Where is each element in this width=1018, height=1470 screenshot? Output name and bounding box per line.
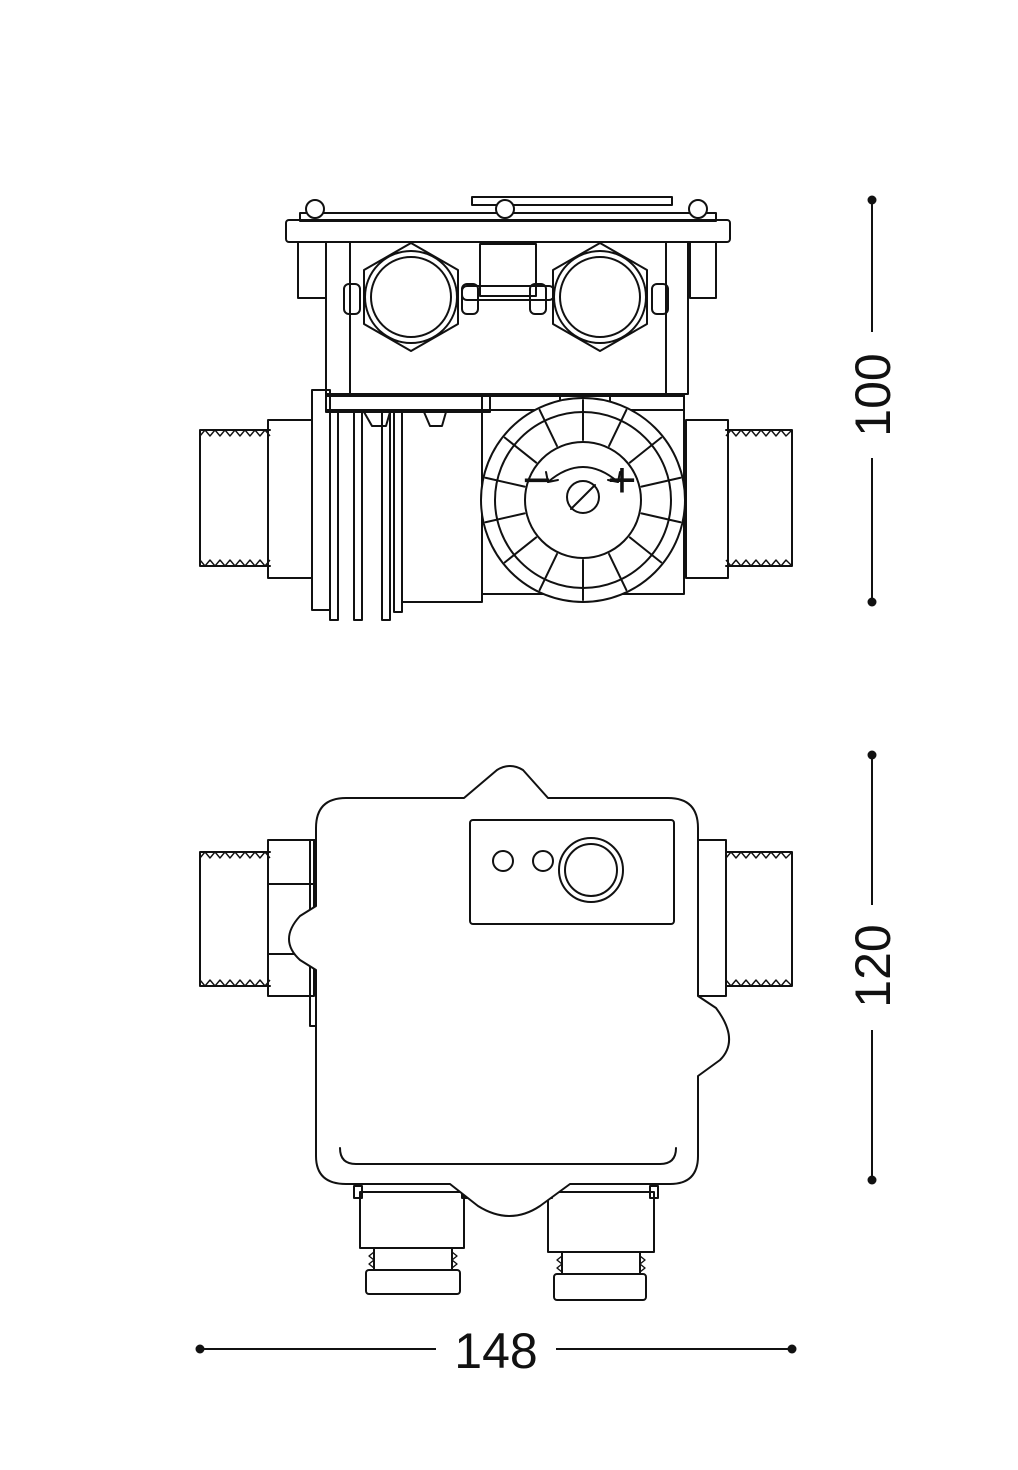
overall-width-label: 148	[454, 1323, 537, 1379]
knob-minus-symbol: −	[522, 452, 551, 508]
knob-rib	[628, 436, 663, 464]
knob-rib	[640, 476, 682, 488]
top-view	[199, 765, 793, 1301]
front-left-threaded-inlet	[199, 419, 313, 579]
dimension-top-height: 120	[845, 750, 901, 1185]
knob-rib	[608, 553, 628, 592]
top-bottom-right-outlet	[543, 1185, 659, 1301]
front-lower-valve-body	[311, 389, 685, 621]
top-housing-inner-rim	[339, 1147, 677, 1165]
top-height-label: 120	[845, 924, 901, 1007]
top-bottom-left-outlet	[353, 1185, 471, 1295]
top-control-panel	[469, 819, 675, 925]
knob-rib	[538, 553, 558, 592]
front-view: − +	[199, 196, 793, 621]
knob-rib	[503, 436, 538, 464]
top-left-threaded-inlet	[199, 839, 319, 1027]
front-right-hex-nut	[529, 242, 669, 352]
knob-rib	[503, 536, 538, 564]
front-left-hex-nut	[343, 242, 479, 352]
knob-rib	[640, 512, 682, 524]
front-adjustment-knob: − +	[480, 397, 686, 603]
knob-rib	[628, 536, 663, 564]
top-right-threaded-outlet	[697, 839, 793, 997]
front-right-threaded-outlet	[685, 419, 793, 579]
knob-rib	[484, 512, 526, 524]
dimension-front-height: 100	[845, 195, 901, 607]
top-housing-outline	[288, 765, 730, 1217]
knob-plus-symbol: +	[607, 452, 636, 508]
knob-rib	[538, 408, 558, 447]
knob-rib	[608, 408, 628, 447]
knob-grip-ribs	[484, 399, 682, 601]
front-height-label: 100	[845, 353, 901, 436]
dimension-overall-width: 148	[195, 1323, 797, 1379]
knob-rib	[484, 476, 526, 488]
front-upper-housing	[285, 196, 731, 411]
